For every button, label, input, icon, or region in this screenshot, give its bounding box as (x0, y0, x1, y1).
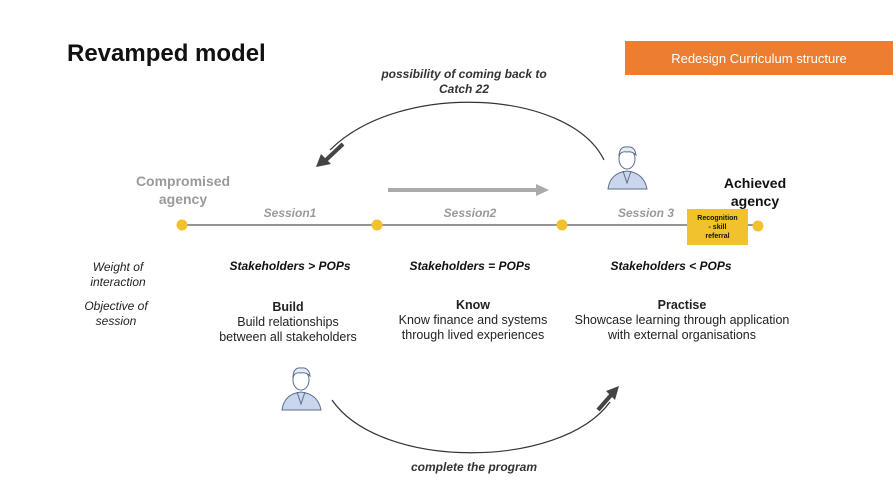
session-label: Session 3 (617, 206, 675, 220)
row-label-weight: Weight of interaction (90, 260, 146, 289)
recognition-badge: Recognition - skill referral (687, 209, 748, 245)
top-arc-arrow-head (316, 154, 331, 167)
phase-heading: Practise (657, 298, 707, 312)
weight-ratio: Stakeholders = POPs (409, 259, 531, 273)
top-arc (329, 101, 605, 161)
page-title: Revamped model (67, 40, 266, 67)
curriculum-banner: Redesign Curriculum structure (625, 41, 893, 75)
phase-description: Build relationships between all stakehol… (219, 315, 357, 344)
phase-practise: Practise Showcase learning through appli… (542, 298, 822, 343)
phase-description: Know finance and systems through lived e… (398, 313, 548, 342)
timeline-dot-end (752, 220, 764, 232)
person-icon (607, 146, 648, 190)
phase-build: Build Build relationships between all st… (168, 300, 408, 345)
bottom-arc-arrow-shaft (596, 392, 614, 412)
weight-ratio: Stakeholders < POPs (610, 259, 732, 273)
person-icon (281, 367, 322, 411)
timeline-dot-session2 (556, 219, 568, 231)
bottom-arc-arrow-head (606, 386, 619, 400)
timeline-dot-start (176, 219, 188, 231)
row-label-objective: Objective of session (84, 299, 148, 328)
top-arc-note: possibility of coming back to Catch 22 (381, 67, 547, 96)
session-label: Session1 (263, 206, 317, 220)
phase-know: Know Know finance and systems through li… (353, 298, 593, 343)
phase-heading: Know (455, 298, 491, 312)
top-arc-arrow-shaft (324, 142, 345, 162)
phase-heading: Build (272, 300, 304, 314)
bottom-arc-note: complete the program (410, 460, 538, 474)
session-label: Session2 (443, 206, 497, 220)
end-state-label: Achieved agency (723, 175, 787, 209)
progress-arrow-head (536, 184, 549, 196)
phase-description: Showcase learning through application wi… (574, 313, 790, 342)
timeline-dot-session1 (371, 219, 383, 231)
start-state-label: Compromised agency (135, 173, 231, 207)
bottom-arc (331, 399, 611, 454)
weight-ratio: Stakeholders > POPs (229, 259, 351, 273)
